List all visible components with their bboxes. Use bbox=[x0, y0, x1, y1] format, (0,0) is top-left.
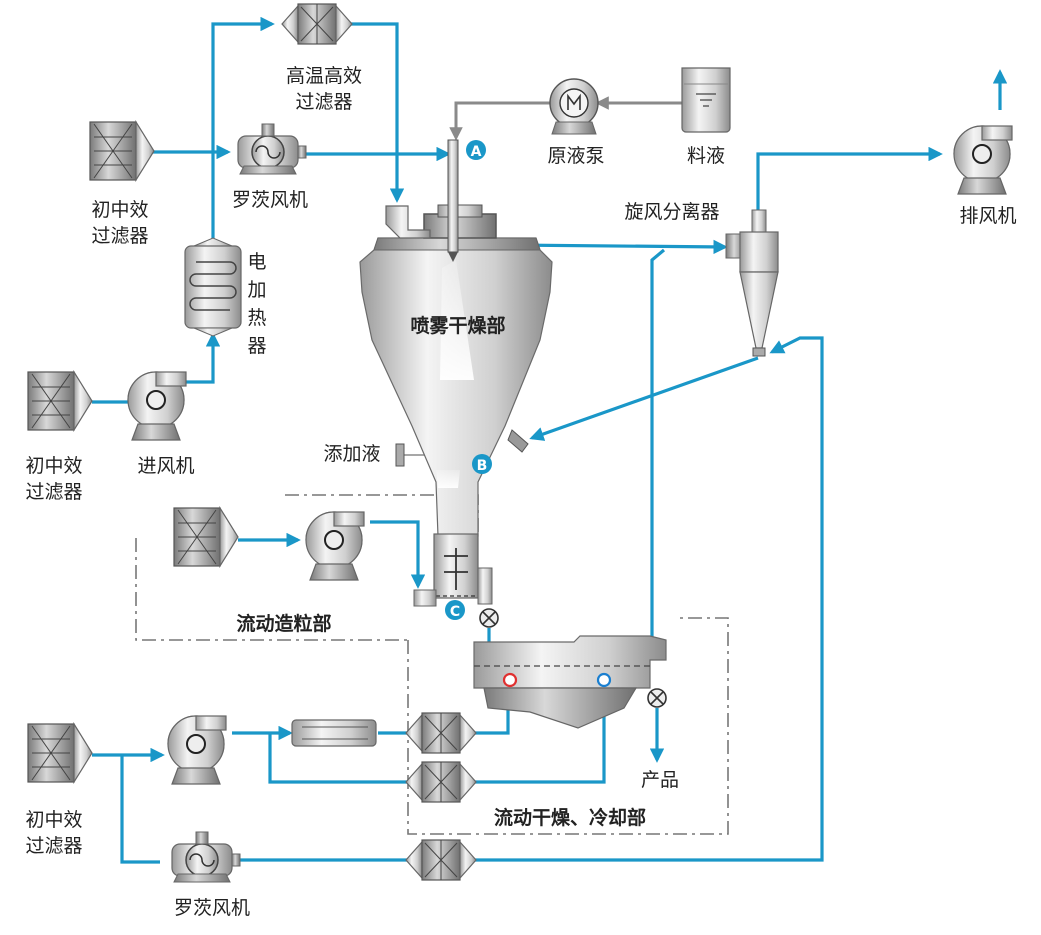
label-feed-liquid: 料液 bbox=[687, 145, 725, 167]
pipe-cyclone-to-exhaust bbox=[756, 146, 943, 220]
roots-blower-top bbox=[237, 123, 307, 175]
fluid-bed-dryer-cooler bbox=[473, 635, 667, 729]
hepa-filter-hot bbox=[405, 712, 477, 754]
pipe-fluidbed-exhaust bbox=[650, 248, 666, 640]
marker-c-label: C bbox=[450, 604, 460, 620]
heater-tube bbox=[291, 719, 377, 747]
label-prefilter-top-1: 初中效 bbox=[91, 199, 148, 221]
drying-cooling-section-boundary bbox=[407, 617, 729, 835]
label-spray-section: 喷雾干燥部 bbox=[410, 314, 505, 337]
label-heater-2: 加 bbox=[247, 279, 266, 301]
granulation-fan bbox=[305, 511, 365, 581]
marker-a: A bbox=[466, 140, 486, 160]
label-drying-cooling-section: 流动干燥、冷却部 bbox=[494, 806, 646, 829]
pipe-hepa-to-chamber bbox=[350, 22, 405, 203]
inlet-fan bbox=[127, 371, 187, 441]
label-hepa-top-1: 高温高效 bbox=[286, 65, 362, 87]
pipe-granfan-to-c bbox=[370, 520, 426, 589]
label-feed-pump: 原液泵 bbox=[547, 145, 604, 167]
prefilter-bottom bbox=[27, 723, 93, 783]
prefilter-inlet bbox=[27, 371, 93, 431]
label-cyclone: 旋风分离器 bbox=[624, 201, 719, 223]
fluidbed-fan bbox=[167, 715, 227, 785]
spray-dryer-chamber bbox=[359, 139, 553, 537]
label-roots-bottom: 罗茨风机 bbox=[174, 897, 250, 919]
label-prefilter-mid-1: 初中效 bbox=[25, 455, 82, 477]
rotary-valve-product bbox=[647, 688, 667, 708]
marker-b: B bbox=[472, 454, 492, 474]
exhaust-fan bbox=[953, 125, 1013, 195]
label-prefilter-mid-2: 过滤器 bbox=[25, 481, 82, 503]
prefilter-granulation bbox=[173, 507, 239, 567]
label-prefilter-bottom-2: 过滤器 bbox=[25, 835, 82, 857]
pipe-hepa-to-cold-port bbox=[470, 687, 612, 784]
label-prefilter-bottom-1: 初中效 bbox=[25, 809, 82, 831]
label-roots-top: 罗茨风机 bbox=[232, 189, 308, 211]
fluid-granulator bbox=[413, 533, 493, 607]
pipe-pump-to-nozzle bbox=[449, 101, 550, 141]
pipe-fan-to-cold-branch bbox=[268, 733, 412, 784]
cyclone-separator bbox=[725, 209, 779, 357]
label-hepa-top-2: 过滤器 bbox=[295, 91, 352, 113]
pipe-roots-bottom-loop bbox=[238, 336, 824, 862]
pipe-fan-to-heater bbox=[186, 332, 221, 384]
pipe-heater-to-hepa bbox=[211, 16, 275, 245]
hot-air-port bbox=[502, 672, 518, 688]
marker-c: C bbox=[445, 600, 465, 620]
feed-tank bbox=[681, 67, 731, 133]
label-product: 产品 bbox=[641, 769, 679, 791]
label-prefilter-top-2: 过滤器 bbox=[91, 225, 148, 247]
hepa-filter-top bbox=[281, 3, 353, 45]
cold-air-port bbox=[596, 672, 612, 688]
label-heater-1: 电 bbox=[247, 251, 266, 273]
prefilter-top bbox=[89, 121, 155, 181]
label-additive: 添加液 bbox=[323, 443, 380, 465]
label-heater-3: 热 bbox=[247, 307, 266, 329]
pipe-fines-return bbox=[529, 356, 759, 441]
rotary-valve-granulator bbox=[479, 608, 499, 628]
label-granulation-section: 流动造粒部 bbox=[236, 612, 331, 635]
feed-pump bbox=[549, 78, 599, 135]
label-exhaust-fan: 排风机 bbox=[959, 205, 1016, 227]
roots-blower-bottom bbox=[171, 831, 241, 883]
marker-b-label: B bbox=[477, 458, 488, 474]
label-inlet-fan: 进风机 bbox=[137, 455, 194, 477]
hepa-filter-cold bbox=[405, 761, 477, 803]
label-heater-4: 器 bbox=[247, 335, 266, 357]
electric-heater bbox=[184, 237, 242, 337]
pipe-botfilter-to-roots bbox=[120, 755, 160, 864]
hepa-filter-return bbox=[405, 839, 477, 881]
marker-a-label: A bbox=[471, 144, 482, 160]
